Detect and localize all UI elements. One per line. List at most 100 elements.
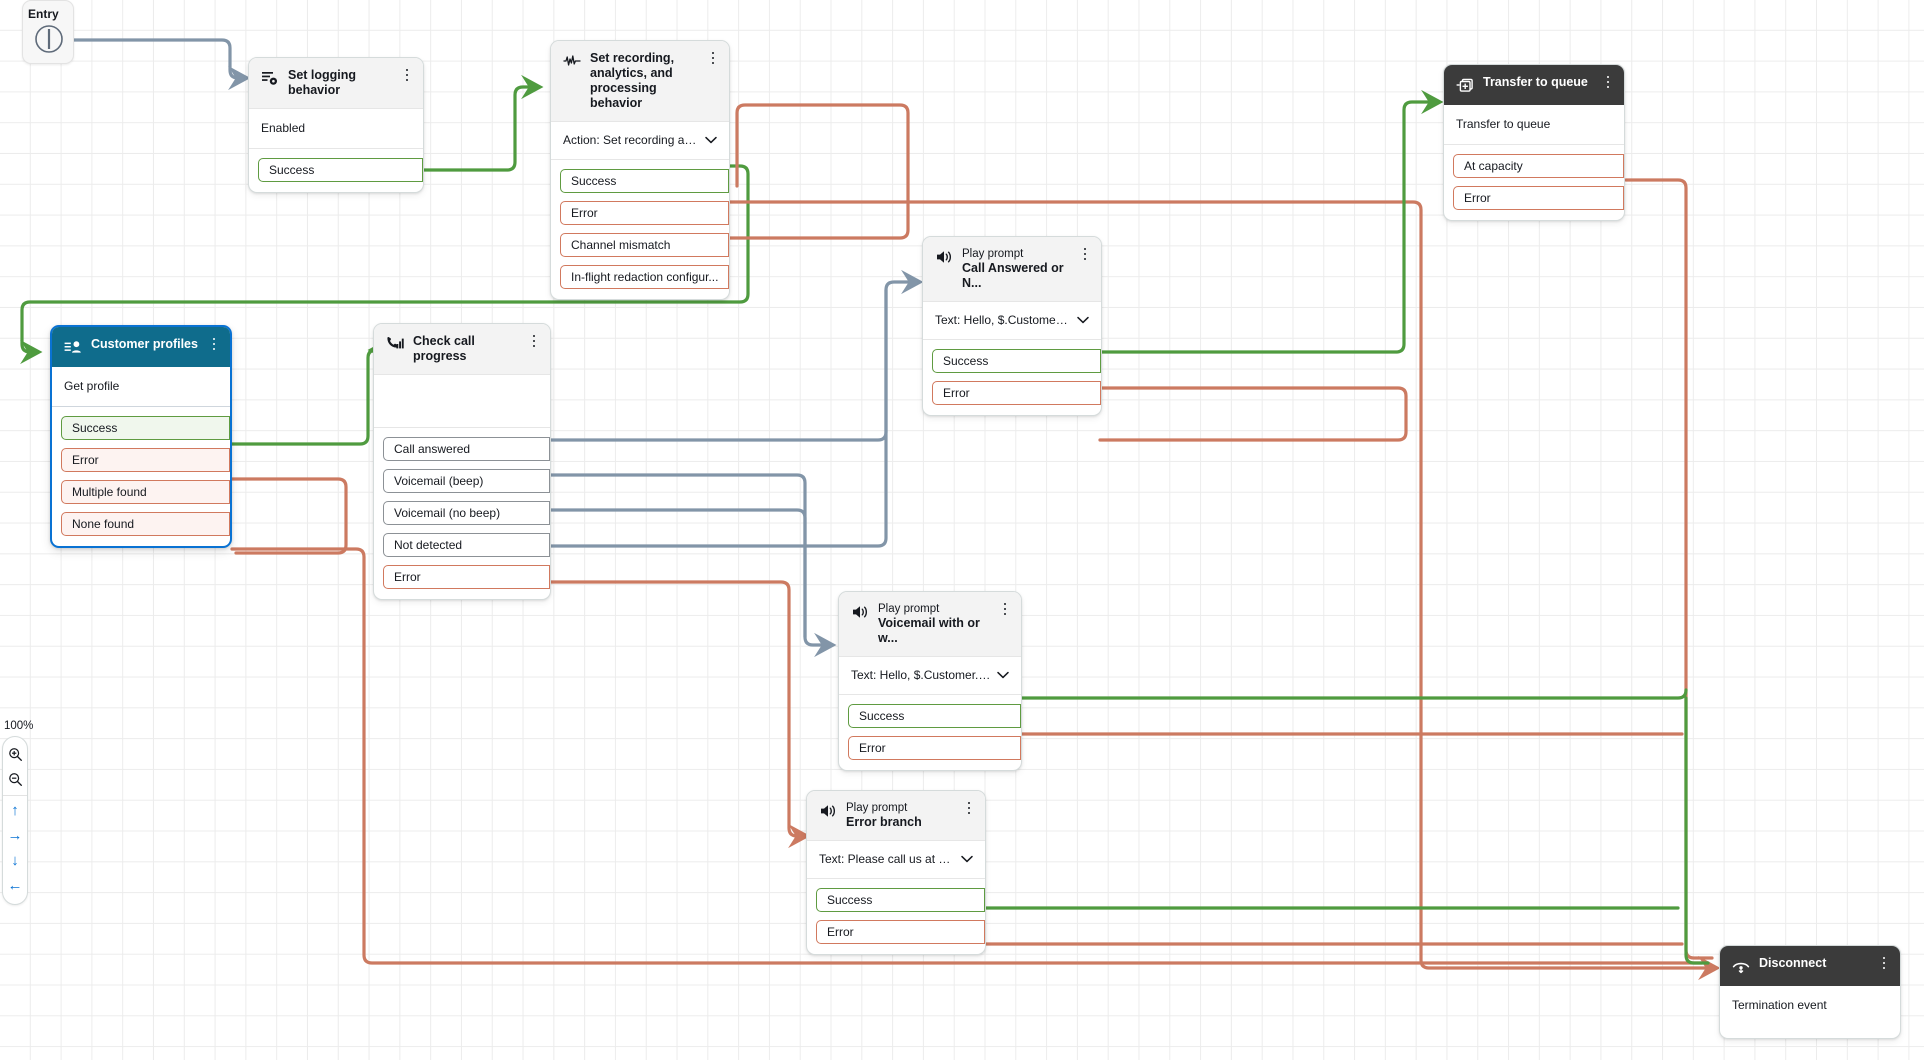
- branch-success[interactable]: Success: [932, 349, 1101, 373]
- node-menu-button[interactable]: [207, 336, 221, 352]
- node-header[interactable]: Transfer to queue: [1444, 65, 1624, 105]
- branch-success[interactable]: Success: [560, 169, 729, 193]
- entry-label: Entry: [28, 7, 59, 21]
- node-body[interactable]: Text: Hello, $.Customer.Fi...: [923, 302, 1101, 339]
- node-branches: Success Error Channel mismatch In-flight…: [551, 159, 729, 299]
- branch-voicemail-beep[interactable]: Voicemail (beep): [383, 469, 550, 493]
- node-body-text: Get profile: [64, 379, 120, 393]
- branch-multiple-found[interactable]: Multiple found: [61, 480, 230, 504]
- node-title: Set recording, analytics, and processing…: [590, 51, 675, 110]
- branch-success[interactable]: Success: [61, 416, 230, 440]
- branch-none-found[interactable]: None found: [61, 512, 230, 536]
- node-set-recording-analytics[interactable]: Set recording, analytics, and processing…: [550, 40, 730, 300]
- branch-voicemail-no-beep[interactable]: Voicemail (no beep): [383, 501, 550, 525]
- node-body-text: Action: Set recording and...: [563, 133, 699, 147]
- branch-call-answered[interactable]: Call answered: [383, 437, 550, 461]
- node-body: Termination event: [1720, 986, 1900, 1038]
- branch-error[interactable]: Error: [848, 736, 1021, 760]
- branch-error[interactable]: Error: [61, 448, 230, 472]
- node-kicker: Play prompt: [878, 603, 940, 615]
- node-body: Get profile: [52, 367, 230, 406]
- node-menu-button[interactable]: [998, 601, 1012, 617]
- node-header[interactable]: Play prompt Call Answered or N...: [923, 237, 1101, 302]
- node-header[interactable]: Set recording, analytics, and processing…: [551, 41, 729, 122]
- pan-up-icon[interactable]: ↑: [11, 802, 19, 819]
- pan-left-icon[interactable]: ←: [7, 877, 23, 894]
- branch-inflight-redaction[interactable]: In-flight redaction configur...: [560, 265, 729, 289]
- node-branches: Success Error: [807, 878, 985, 954]
- zoom-out-icon[interactable]: [4, 767, 26, 792]
- node-branches: Success: [249, 148, 423, 192]
- node-action-select[interactable]: Action: Set recording and...: [563, 133, 717, 147]
- node-text-select[interactable]: Text: Hello, $.Customer.Fi...: [935, 313, 1089, 327]
- branch-success[interactable]: Success: [258, 158, 423, 182]
- node-transfer-to-queue[interactable]: Transfer to queue Transfer to queue At c…: [1443, 64, 1625, 221]
- node-header[interactable]: Customer profiles: [52, 327, 230, 367]
- node-title: Error branch: [846, 815, 922, 829]
- chevron-down-icon: [705, 136, 717, 144]
- node-set-logging-behavior[interactable]: Set logging behavior Enabled Success: [248, 57, 424, 193]
- node-kicker: Play prompt: [962, 248, 1024, 260]
- branch-at-capacity[interactable]: At capacity: [1453, 154, 1624, 178]
- branch-success[interactable]: Success: [816, 888, 985, 912]
- node-branches: Call answered Voicemail (beep) Voicemail…: [374, 427, 550, 599]
- branch-error[interactable]: Error: [1453, 186, 1624, 210]
- node-body-text: Enabled: [261, 121, 306, 135]
- branch-channel-mismatch[interactable]: Channel mismatch: [560, 233, 729, 257]
- node-title: Transfer to queue: [1483, 75, 1588, 89]
- node-header[interactable]: Play prompt Error branch: [807, 791, 985, 841]
- node-body[interactable]: Text: Hello, $.Customer.Fi...: [839, 657, 1021, 694]
- node-text-select[interactable]: Text: Hello, $.Customer.Fi...: [851, 668, 1009, 682]
- entry-node[interactable]: [22, 0, 74, 64]
- customer-profiles-icon: [64, 341, 81, 353]
- speaker-icon: [937, 251, 952, 263]
- transfer-queue-icon: [1456, 78, 1473, 92]
- branch-error[interactable]: Error: [383, 565, 550, 589]
- node-customer-profiles[interactable]: Customer profiles Get profile Success Er…: [50, 325, 232, 548]
- pan-down-icon[interactable]: ↓: [11, 852, 19, 869]
- chevron-down-icon: [961, 855, 973, 863]
- node-body-text: Transfer to queue: [1456, 117, 1551, 131]
- branch-success[interactable]: Success: [848, 704, 1021, 728]
- branch-not-detected[interactable]: Not detected: [383, 533, 550, 557]
- node-branches: Success Error: [839, 694, 1021, 770]
- node-disconnect[interactable]: Disconnect Termination event: [1719, 945, 1901, 1039]
- node-menu-button[interactable]: [962, 800, 976, 816]
- node-header[interactable]: Check call progress: [374, 324, 550, 375]
- node-body-text: Text: Hello, $.Customer.Fi...: [935, 313, 1071, 327]
- node-branches: At capacity Error: [1444, 144, 1624, 220]
- node-menu-button[interactable]: [400, 67, 414, 83]
- node-menu-button[interactable]: [527, 333, 541, 349]
- node-body-text: Text: Please call us at $....: [819, 852, 955, 866]
- node-title: Call Answered or N...: [962, 261, 1064, 290]
- pan-right-icon[interactable]: →: [7, 827, 23, 844]
- node-text-select[interactable]: Text: Please call us at $....: [819, 852, 973, 866]
- branch-error[interactable]: Error: [560, 201, 729, 225]
- waveform-icon: [563, 55, 581, 66]
- node-play-prompt-error-branch[interactable]: Play prompt Error branch Text: Please ca…: [806, 790, 986, 955]
- node-check-call-progress[interactable]: Check call progress Call answered Voicem…: [373, 323, 551, 600]
- node-menu-button[interactable]: [1078, 246, 1092, 262]
- node-body: Transfer to queue: [1444, 105, 1624, 144]
- node-play-prompt-call-answered[interactable]: Play prompt Call Answered or N... Text: …: [922, 236, 1102, 416]
- node-body[interactable]: Text: Please call us at $....: [807, 841, 985, 878]
- node-menu-button[interactable]: [1601, 74, 1615, 90]
- flow-entry-icon: [35, 25, 63, 53]
- branch-error[interactable]: Error: [932, 381, 1101, 405]
- node-body[interactable]: Action: Set recording and...: [551, 122, 729, 159]
- disconnect-icon: [1732, 962, 1750, 974]
- node-menu-button[interactable]: [1877, 955, 1891, 971]
- speaker-icon: [853, 606, 868, 618]
- zoom-toolbar[interactable]: ↑ → ↓ ←: [2, 736, 28, 905]
- chevron-down-icon: [997, 671, 1009, 679]
- node-play-prompt-voicemail[interactable]: Play prompt Voicemail with or w... Text:…: [838, 591, 1022, 771]
- node-header[interactable]: Disconnect: [1720, 946, 1900, 986]
- node-menu-button[interactable]: [706, 50, 720, 66]
- node-header[interactable]: Set logging behavior: [249, 58, 423, 109]
- zoom-in-icon[interactable]: [4, 742, 26, 767]
- call-progress-icon: [387, 337, 404, 349]
- node-header[interactable]: Play prompt Voicemail with or w...: [839, 592, 1021, 657]
- node-title: Voicemail with or w...: [878, 616, 980, 645]
- branch-error[interactable]: Error: [816, 920, 985, 944]
